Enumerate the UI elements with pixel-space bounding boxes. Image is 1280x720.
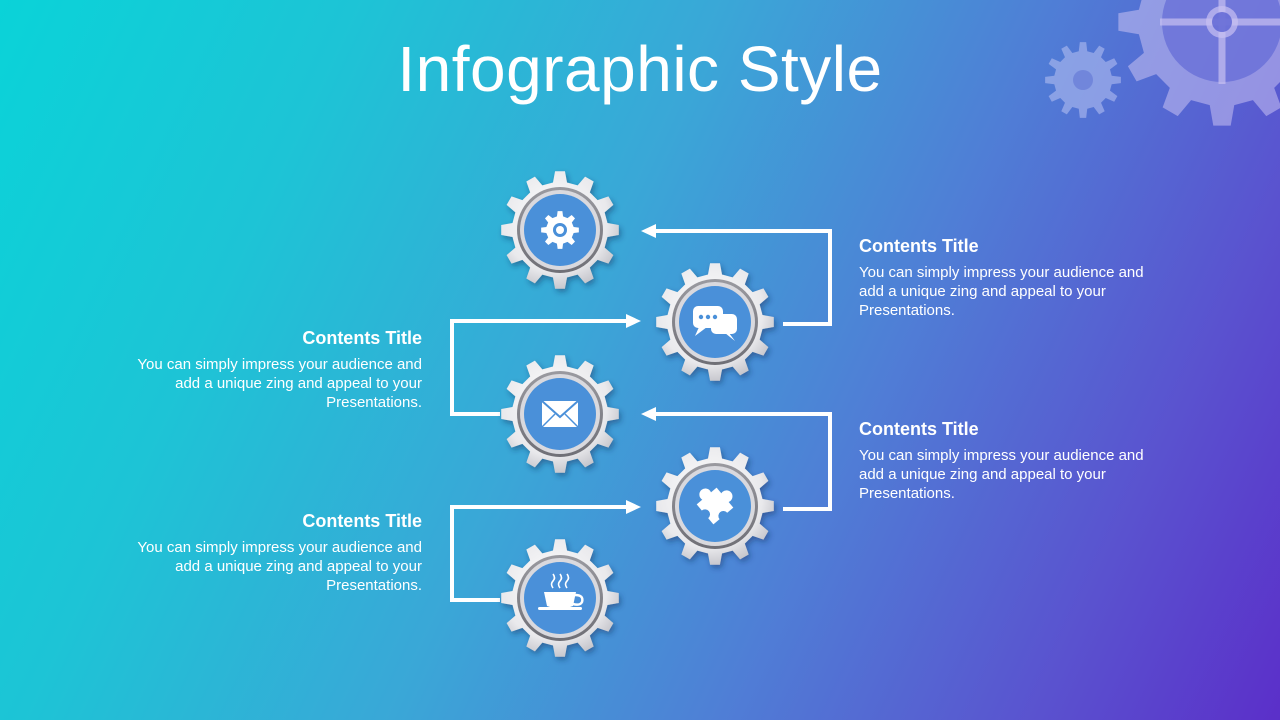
arrowhead-4 [626,500,641,514]
content-block-1: Contents Title You can simply impress yo… [859,236,1169,320]
connector-gear4-to-gear3 [656,412,832,511]
puzzle-piece-icon [696,487,734,525]
content-body: You can simply impress your audience and… [859,447,1144,502]
arrowhead-2 [626,314,641,328]
connector-gear2-to-gear1 [656,229,832,326]
connectors [450,229,832,602]
connector-gear5-to-gear4 [450,505,626,602]
slide-title: Infographic Style [397,33,883,105]
content-body: You can simply impress your audience and… [137,356,422,411]
content-block-2: Contents Title You can simply impress yo… [112,328,422,412]
gear-1-icon-gear-icon [541,211,579,249]
arrowheads [626,224,656,514]
content-body: You can simply impress your audience and… [859,264,1144,319]
gears [501,171,774,657]
decorative-gears [1045,0,1280,126]
coffee-cup-icon [538,573,584,610]
connector-gear3-to-gear2 [450,319,626,416]
content-block-4: Contents Title You can simply impress yo… [112,511,422,595]
chat-bubbles-icon [693,306,737,341]
decorative-gear-large-icon [1118,0,1280,126]
decorative-gear-small-icon [1045,42,1121,118]
content-block-3: Contents Title You can simply impress yo… [859,419,1169,503]
content-title: Contents Title [859,419,979,439]
arrowhead-1 [641,224,656,238]
content-title: Contents Title [302,511,422,531]
content-title: Contents Title [859,236,979,256]
envelope-icon [541,400,579,428]
content-title: Contents Title [302,328,422,348]
arrowhead-3 [641,407,656,421]
content-body: You can simply impress your audience and… [137,539,422,594]
